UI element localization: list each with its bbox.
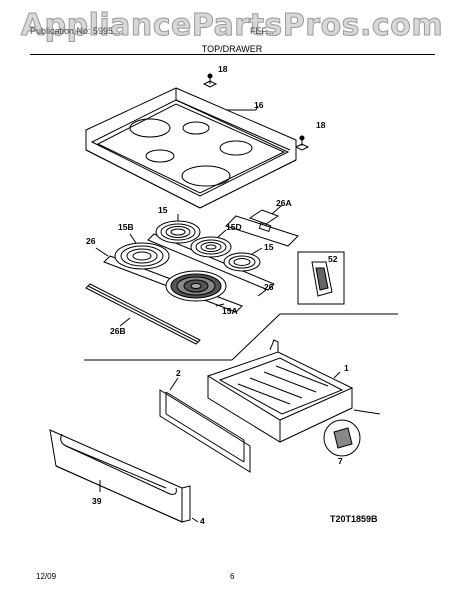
header-model: FEF... (250, 26, 274, 36)
callout-39: 39 (92, 496, 102, 506)
callout-2: 2 (176, 368, 181, 378)
screw-part-18-right (294, 135, 310, 151)
drawer-front-part-39 (49, 429, 199, 523)
watermark: AppliancePartsPros.com (20, 8, 444, 44)
footer-date: 12/09 (36, 572, 57, 581)
callout-26: 26 (86, 236, 96, 246)
surface-element-part-15-right (223, 247, 263, 272)
glass-cooktop-part-16 (85, 87, 297, 209)
bracket-part-26A (225, 204, 299, 247)
separator-line-diagonal (231, 313, 281, 361)
callout-26-right: 26 (264, 282, 274, 292)
callout-18-left: 18 (218, 64, 228, 74)
callout-1: 1 (344, 363, 349, 373)
surface-element-part-15 (155, 214, 201, 244)
callout-18-right: 18 (316, 120, 326, 130)
callout-7: 7 (338, 456, 343, 466)
callout-16: 16 (254, 100, 264, 110)
callout-26B: 26B (110, 326, 126, 336)
callout-26A: 26A (276, 198, 292, 208)
surface-element-part-15B (114, 233, 170, 270)
screw-part-18-left (202, 73, 218, 88)
drawing-code: T20T1859B (330, 514, 378, 524)
drawer-liner-part-2 (159, 377, 251, 473)
callout-4: 4 (200, 516, 205, 526)
trim-strip-part-26B (85, 283, 201, 345)
section-title: TOP/DRAWER (201, 44, 263, 54)
callout-15A: 15A (222, 306, 238, 316)
glide-detail-part-7 (323, 409, 381, 457)
header-rule (30, 54, 435, 55)
footer-page-number: 6 (230, 572, 235, 581)
callout-15D: 15D (226, 222, 242, 232)
callout-15: 15 (158, 205, 168, 215)
surface-element-part-15D (190, 229, 232, 258)
header-publication: Publication No: 5995... (30, 26, 121, 36)
callout-15B: 15B (118, 222, 134, 232)
inset-part-52 (297, 251, 345, 305)
surface-element-part-15A (165, 270, 227, 307)
drawer-box-part-1 (206, 339, 354, 443)
callout-15-right: 15 (264, 242, 274, 252)
callout-52: 52 (328, 254, 338, 264)
